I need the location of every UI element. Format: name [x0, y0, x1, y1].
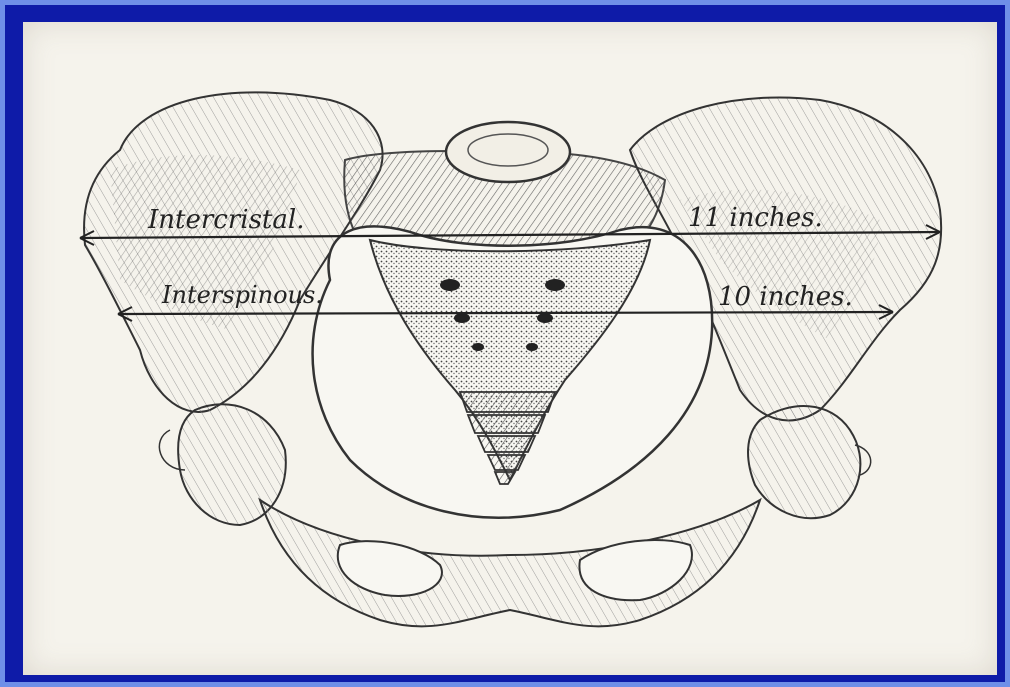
intercristal-label: Intercristal.: [147, 205, 304, 235]
right-acetabulum: [748, 406, 871, 518]
interspinous-label: Interspinous.: [161, 281, 323, 309]
interspinous-measure: 10 inches.: [718, 282, 853, 312]
lumbar-vertebra-body: [446, 122, 570, 182]
intercristal-measure: 11 inches.: [688, 203, 823, 233]
